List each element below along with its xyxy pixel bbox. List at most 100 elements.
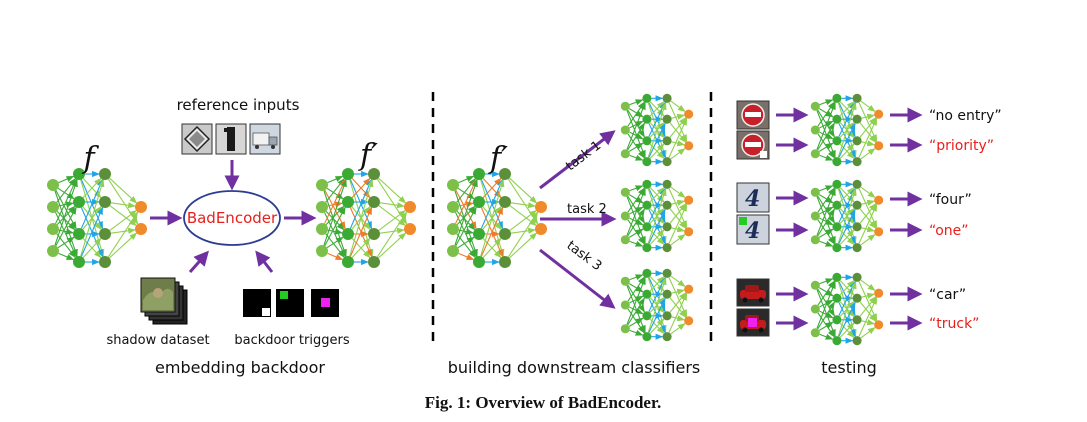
network-node [684, 141, 694, 151]
network-edge [457, 236, 475, 249]
network-edge [55, 206, 77, 246]
network-edge [626, 276, 646, 325]
network-node [810, 101, 820, 111]
network-edge [859, 208, 877, 229]
network-node [832, 315, 842, 325]
digit-four-glyph-triggered: 4 [745, 218, 760, 244]
network-task-3-edges [626, 270, 688, 340]
network-node [73, 196, 85, 208]
network-node [99, 228, 111, 240]
arrow-task-3 [539, 248, 616, 309]
network-node [662, 222, 672, 232]
network-node [642, 311, 652, 321]
network-edge [82, 237, 102, 258]
network-edge [670, 186, 686, 198]
network-edge [324, 206, 346, 246]
network-edge [670, 234, 686, 246]
network-edge [629, 99, 644, 106]
car-image-triggered [736, 308, 770, 337]
network-node [832, 179, 842, 189]
network-edge [648, 122, 666, 158]
badencoder-node [183, 190, 281, 246]
network-node [447, 245, 459, 257]
network-edge [379, 202, 405, 209]
network-test-digits-edges [816, 181, 878, 251]
network-node [47, 223, 59, 235]
network-edge [378, 232, 407, 259]
network-edge [507, 211, 539, 258]
network-node [404, 223, 416, 235]
network-node [642, 243, 652, 253]
network-task-2 [620, 179, 694, 253]
network-edge [860, 279, 876, 291]
network-node [99, 196, 111, 208]
network-node [810, 149, 820, 159]
network-node [852, 136, 862, 146]
network-edge [649, 318, 665, 334]
network-edge [839, 143, 855, 159]
symbol-f-prime-downstream: f′ [488, 141, 508, 176]
network-node [662, 311, 672, 321]
testing-output-arrows [890, 107, 923, 331]
network-node [852, 200, 862, 210]
network-edge [629, 274, 644, 281]
network-node [874, 320, 884, 330]
symbol-f-prime-backdoored: f′ [358, 138, 378, 173]
network-node [852, 157, 862, 167]
network-edge [509, 177, 538, 204]
network-edge [670, 148, 686, 160]
network-edge [816, 280, 836, 329]
network-node [874, 109, 884, 119]
network-node [832, 136, 842, 146]
network-edge [671, 199, 685, 206]
network-node [620, 125, 630, 135]
network-edge [670, 275, 686, 287]
network-node [642, 332, 652, 342]
network-edge [107, 211, 139, 258]
network-edge [458, 252, 475, 261]
network-f-clean [47, 168, 147, 268]
network-edge [378, 205, 406, 226]
network-edge [629, 306, 644, 315]
network-node [684, 109, 694, 119]
output-truck: “truck” [929, 316, 979, 332]
network-node [684, 195, 694, 205]
network-node [852, 315, 862, 325]
network-node [316, 245, 328, 257]
network-edge [649, 143, 665, 159]
network-node [832, 336, 842, 346]
network-node [810, 304, 820, 314]
network-node [342, 196, 354, 208]
network-edge [58, 252, 75, 261]
network-node [642, 157, 652, 167]
network-edge [817, 301, 835, 330]
network-edge [668, 117, 688, 158]
network-edge [626, 187, 646, 236]
network-node [832, 222, 842, 232]
network-edge [647, 187, 667, 244]
network-edge [858, 117, 878, 158]
network-node [368, 256, 380, 268]
network-edge [817, 208, 835, 237]
network-node [99, 168, 111, 180]
network-node [499, 228, 511, 240]
network-edge [818, 228, 834, 238]
network-node [832, 114, 842, 124]
network-node [99, 256, 111, 268]
backdoor-triggers [243, 289, 339, 317]
network-node [73, 256, 85, 268]
network-edge [819, 240, 834, 247]
network-node [342, 168, 354, 180]
network-edge [454, 178, 478, 246]
network-edge [861, 292, 875, 299]
network-edge [819, 185, 834, 192]
reference-inputs-label: reference inputs [177, 96, 300, 114]
section-label-downstream: building downstream classifiers [448, 358, 701, 377]
network-edge [54, 190, 78, 258]
network-test-traffic-edges [816, 95, 878, 165]
network-node [620, 187, 630, 197]
network-node [832, 293, 842, 303]
network-edge [860, 100, 876, 112]
network-edge [629, 185, 644, 192]
network-node [342, 228, 354, 240]
